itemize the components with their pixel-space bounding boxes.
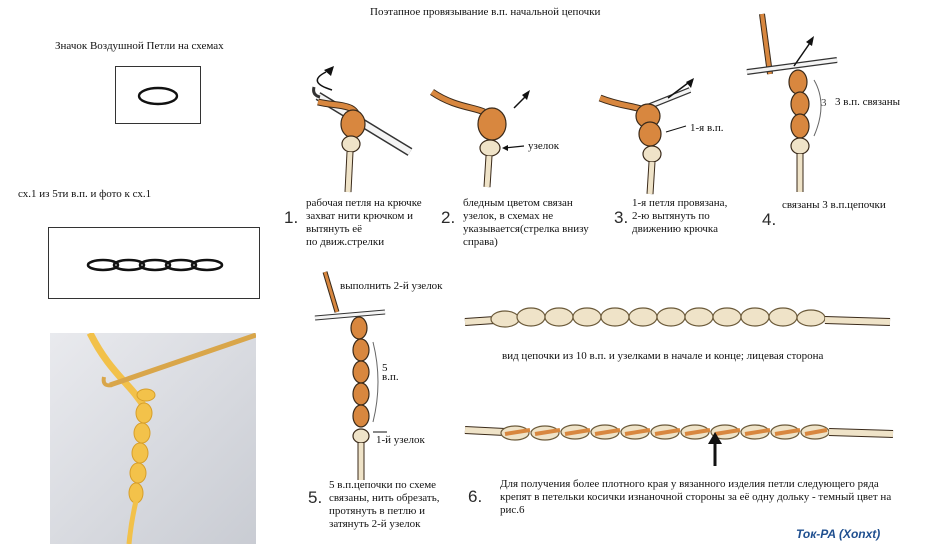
step5-first-knot-label: 1-й узелок [376, 434, 425, 446]
scheme-box [48, 227, 260, 299]
step5-side-number: 5 [382, 362, 388, 374]
step3-caption: 1-я петля провязана, 2-ю вытянуть по дви… [632, 197, 728, 235]
chain-front-caption: вид цепочки из 10 в.п. и узелками в нача… [502, 350, 824, 362]
step6-illustration [464, 424, 894, 466]
step4-illustration [746, 13, 838, 192]
step4-caption: связаны 3 в.п.цепочки [782, 199, 886, 211]
step2-number: 2. [441, 208, 456, 227]
step3-number: 3. [614, 208, 629, 227]
yarn-photo [50, 333, 256, 544]
step5-second-knot-label: выполнить 2-й узелок [340, 280, 443, 292]
step6-caption: Для получения более плотного края у вяза… [500, 478, 892, 516]
step2-illustration [430, 89, 530, 188]
step5-illustration [314, 271, 387, 480]
page-title: Поэтапное провязывание в.п. начальной це… [370, 6, 601, 18]
step2-knot-label: узелок [528, 140, 560, 152]
step5-side-label: в.п. [382, 371, 399, 383]
chain-symbol-box [115, 66, 201, 124]
scheme-title: сх.1 из 5ти в.п. и фото к сх.1 [18, 188, 152, 200]
scheme-five-chain-icon [86, 258, 224, 272]
step3-first-chain-label: 1-я в.п. [690, 122, 724, 134]
step3-illustration [598, 78, 694, 195]
symbol-title: Значок Воздушной Петли на схемах [55, 40, 224, 52]
step5-number: 5. [308, 488, 323, 507]
step1-number: 1. [284, 208, 299, 227]
step4-three-chains-label: 3 в.п. связаны [835, 96, 901, 108]
step2-caption: бледным цветом связан узелок, в схемах н… [463, 197, 589, 248]
step1-caption: рабочая петля на крючке захват нити крюч… [306, 197, 422, 248]
step4-number: 4. [762, 210, 777, 229]
chain-stitch-symbol-icon [137, 86, 179, 106]
signature: Ток-PA (Xonxt) [796, 527, 881, 541]
step5-caption: 5 в.п.цепочки по схеме связаны, нить обр… [329, 479, 440, 530]
chain-front-view [464, 307, 891, 328]
step4-bracket-number: 3 [821, 97, 827, 109]
step1-illustration [312, 66, 413, 193]
step6-number: 6. [468, 487, 483, 506]
